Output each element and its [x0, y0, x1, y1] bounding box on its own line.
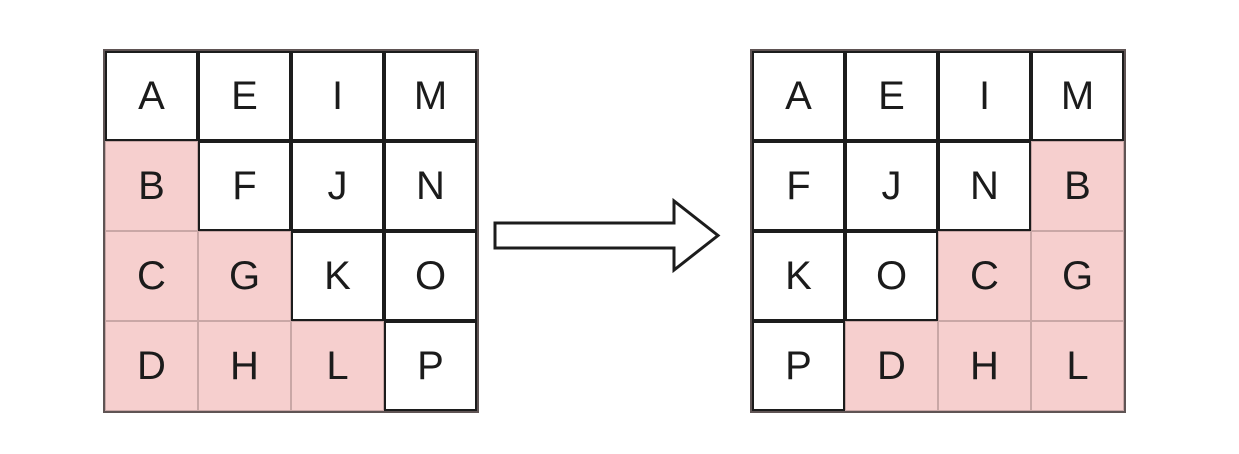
right-grid-cell-D: D	[845, 321, 938, 411]
left-grid-cell-C: C	[105, 231, 198, 321]
left-grid-cell-H: H	[198, 321, 291, 411]
left-grid-cell-F: F	[198, 141, 291, 231]
left-grid-cell-B: B	[105, 141, 198, 231]
left-grid-cell-L: L	[291, 321, 384, 411]
left-grid-cell-K: K	[291, 231, 384, 321]
right-grid-cell-I: I	[938, 51, 1031, 141]
right-grid-cell-O: O	[845, 231, 938, 321]
left-grid-cell-N: N	[384, 141, 477, 231]
right-grid-cell-G: G	[1031, 231, 1124, 321]
left-grid-cell-P: P	[384, 321, 477, 411]
right-grid-cell-H: H	[938, 321, 1031, 411]
right-grid-cell-M: M	[1031, 51, 1124, 141]
left-grid-cell-A: A	[105, 51, 198, 141]
left-grid-cell-J: J	[291, 141, 384, 231]
left-grid-cell-D: D	[105, 321, 198, 411]
left-grid-cell-M: M	[384, 51, 477, 141]
right-grid-cell-B: B	[1031, 141, 1124, 231]
right-grid-cell-L: L	[1031, 321, 1124, 411]
transformation-arrow	[492, 196, 722, 276]
left-grid-cell-G: G	[198, 231, 291, 321]
right-arrow-shape	[493, 197, 721, 274]
left-grid-cell-E: E	[198, 51, 291, 141]
right-grid-cell-N: N	[938, 141, 1031, 231]
right-grid-cell-C: C	[938, 231, 1031, 321]
right-grid-cell-K: K	[752, 231, 845, 321]
right-grid-cell-J: J	[845, 141, 938, 231]
left-grid-cell-I: I	[291, 51, 384, 141]
right-grid-cell-F: F	[752, 141, 845, 231]
right-grid-cell-P: P	[752, 321, 845, 411]
right-arrow-icon	[493, 197, 721, 274]
right-grid-cell-E: E	[845, 51, 938, 141]
right-grid-cell-A: A	[752, 51, 845, 141]
left-grid-cell-O: O	[384, 231, 477, 321]
